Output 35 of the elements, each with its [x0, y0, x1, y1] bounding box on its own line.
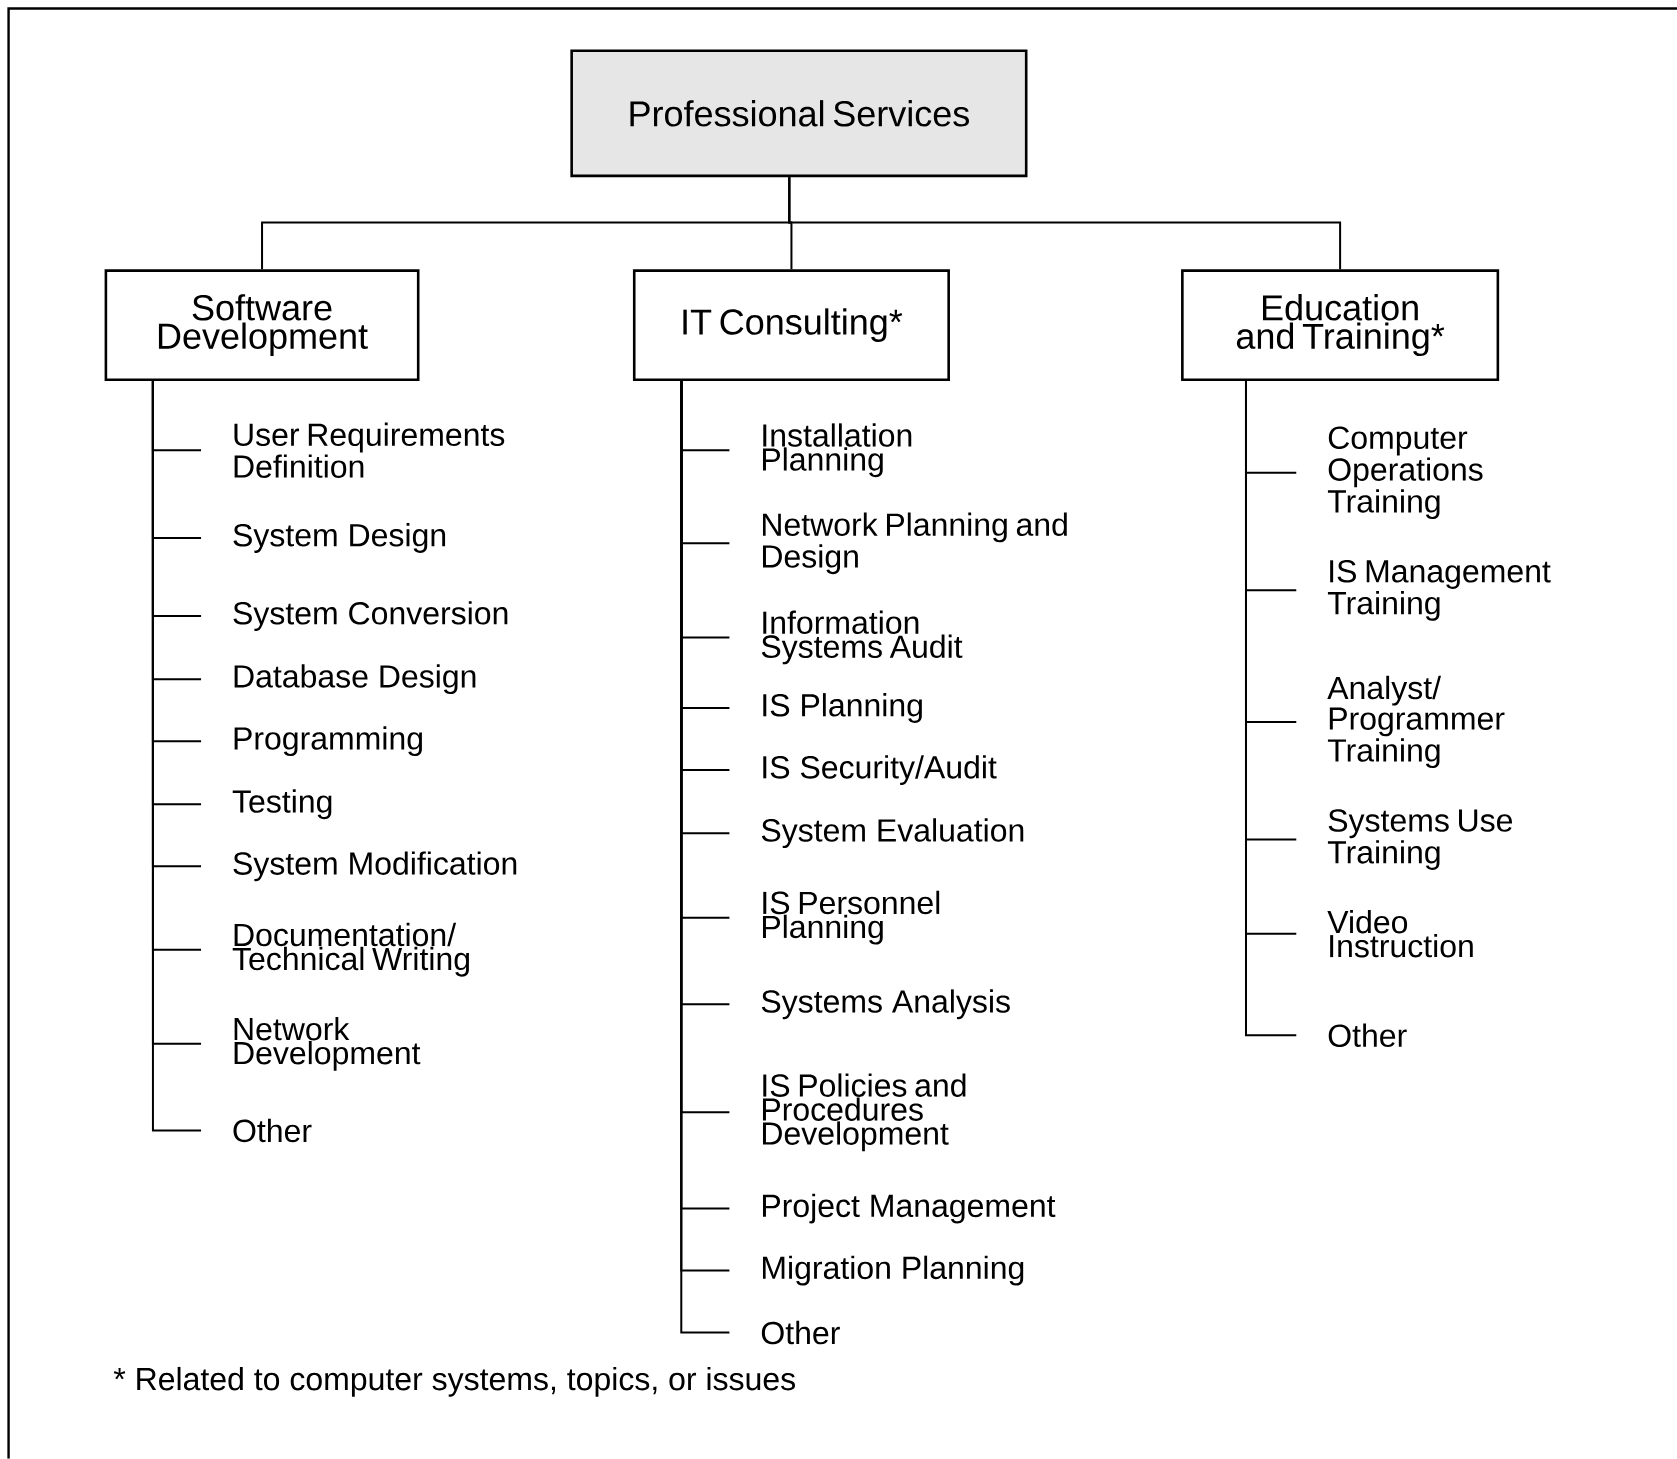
item-text: System Modification — [233, 851, 517, 882]
category-box: Education and Training* — [1181, 269, 1500, 382]
item-text: Testing — [232, 789, 332, 820]
item-text: System Conversion — [233, 601, 508, 632]
item-text: Video Instruction — [1327, 910, 1473, 958]
item-text: User Requirements Definition — [234, 422, 505, 478]
footnote: * Related to computer systems, topics, or issues — [113, 1367, 795, 1397]
item-text: Documentation/ Technical Writing — [232, 922, 469, 977]
item-text: Migration Planning — [763, 1255, 1024, 1286]
category-box: IT Consulting* — [632, 269, 950, 382]
category-box: Software Development — [104, 269, 420, 382]
item-text: Other — [1328, 1023, 1407, 1048]
item-text: Systems Use Training — [1327, 809, 1513, 871]
item-text: Other — [233, 1118, 312, 1143]
item-text: System Evaluation — [761, 818, 1024, 849]
item-text: IS Personnel Planning — [763, 890, 940, 945]
connector-line — [1245, 380, 1298, 1037]
item-text: Information Systems Audit — [761, 610, 963, 665]
title-box: Professional Services — [570, 49, 1028, 178]
item-text: Project Management — [763, 1193, 1056, 1224]
item-text: IS Policies and Procedures Development — [763, 1073, 966, 1152]
connector-line — [788, 176, 1342, 271]
item-text: Programming — [234, 726, 422, 757]
item-text: Analyst/ Programmer Training — [1327, 675, 1505, 769]
item-text: Computer Operations Training — [1327, 426, 1483, 520]
item-text: Systems Analysis — [761, 989, 1010, 1020]
item-text: IS Planning — [763, 693, 922, 724]
item-text: IS Security/Audit — [763, 755, 997, 786]
item-text: Database Design — [234, 664, 476, 695]
item-text: Installation Planning — [763, 423, 912, 478]
item-text: Network Planning and Design — [763, 512, 1067, 575]
item-text: Other — [761, 1320, 840, 1345]
item-text: Network Development — [234, 1017, 421, 1071]
item-text: System Design — [233, 523, 446, 553]
item-text: IS Management Training — [1327, 560, 1551, 621]
